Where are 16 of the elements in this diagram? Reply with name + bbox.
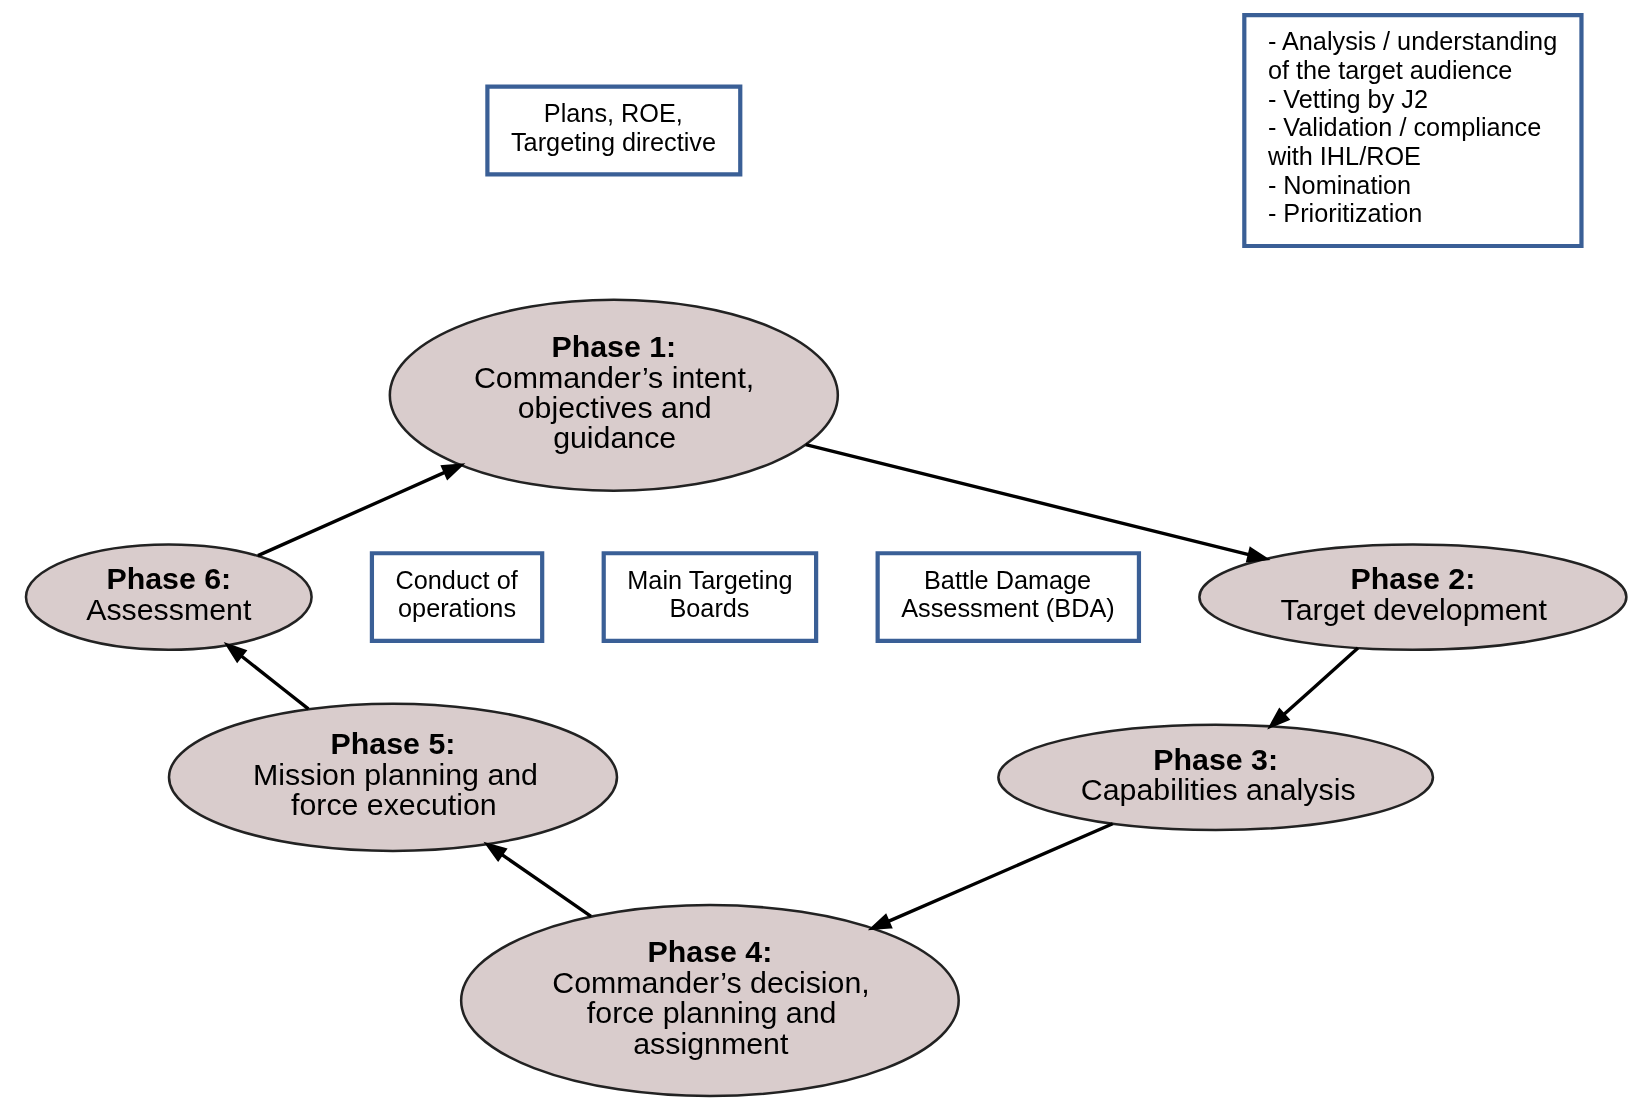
node-box: Battle Damage Assessment (BDA) [875,551,1142,643]
arrow [867,822,1114,931]
arrow [223,642,310,711]
arrow [1267,646,1360,730]
node-ellipse: Phase 6: Assessment [24,543,313,651]
arrow [483,841,592,918]
node-box: Conduct of operations [369,551,545,643]
node-box: Plans, ROE, Targeting directive [485,84,743,177]
node-ellipse: Phase 4: Commander’s decision, force planning and assignment [459,903,960,1098]
node-box: Main Targeting Boards [601,551,819,643]
node-box: - Analysis / understanding of the target audience - Vetting by J2 - Validation / compliance with IHL/ROE - Nomination - Prioritization [1242,12,1584,249]
node-ellipse: Phase 5: Mission planning and force execution [167,702,619,853]
arrow [805,443,1271,563]
node-ellipse: Phase 1: Commander’s intent, objectives and guidance [388,298,840,493]
node-ellipse: Phase 3: Capabilities analysis [997,723,1435,832]
arrow [257,463,466,558]
